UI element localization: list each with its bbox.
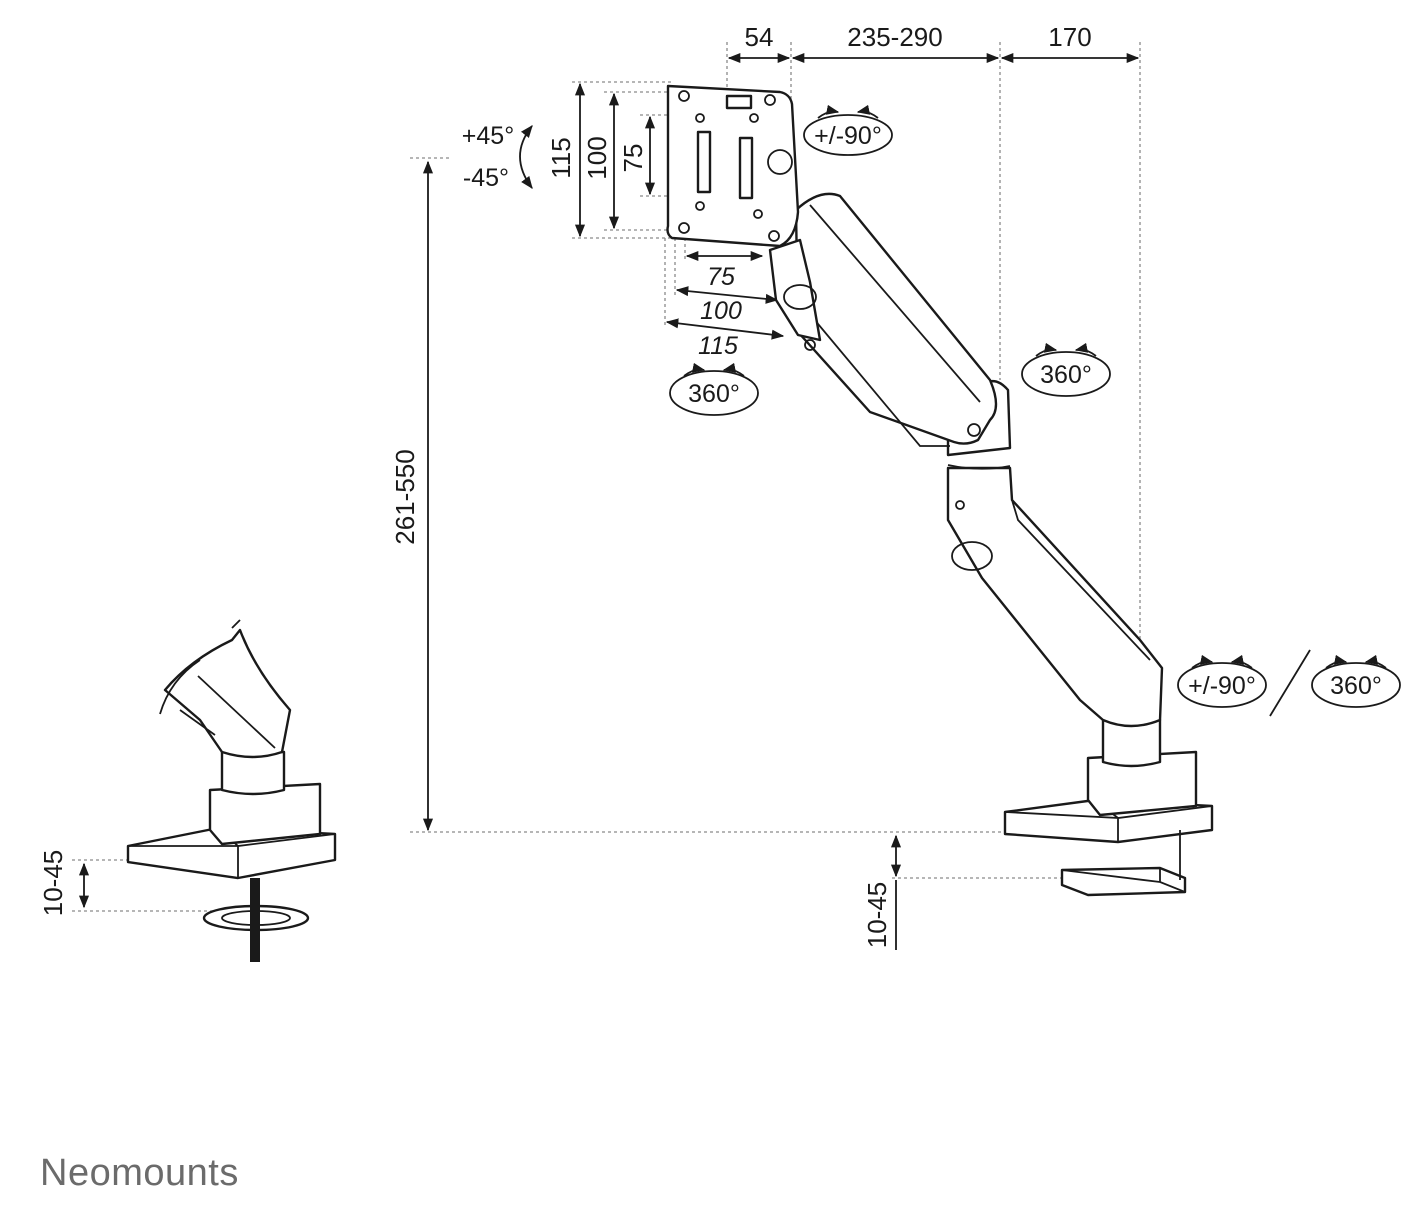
grommet-mount bbox=[126, 619, 337, 962]
dim-desk-thickness-grommet: 10-45 bbox=[38, 850, 68, 917]
grommet-column bbox=[208, 782, 322, 846]
dim-vesa-w-outer: 115 bbox=[698, 332, 738, 360]
dim-base-offset: 170 bbox=[1048, 22, 1091, 52]
swivel-base-limited-badge bbox=[1177, 662, 1267, 708]
rot-swivel-base-limited: +/-90° bbox=[1188, 672, 1256, 700]
dimension-lines bbox=[78, 52, 1140, 950]
brand-logo: Neomounts bbox=[40, 1152, 239, 1194]
dim-vesa-h-inner: 75 bbox=[618, 144, 648, 173]
dim-vesa-h-mid: 100 bbox=[582, 136, 612, 179]
dim-vesa-h-outer: 115 bbox=[546, 137, 576, 178]
tilt-joint bbox=[768, 238, 822, 342]
monitor-arm bbox=[666, 84, 1214, 897]
base-column bbox=[1086, 750, 1198, 817]
or-separator bbox=[1269, 649, 1311, 717]
rot-swivel-base-full: 360° bbox=[1330, 672, 1382, 700]
dim-top-offset: 54 bbox=[745, 22, 774, 52]
swivel-elbow-badge bbox=[1021, 351, 1111, 397]
grommet-arm bbox=[163, 628, 292, 759]
swivel-base-full-badge bbox=[1311, 662, 1401, 708]
guide-lines bbox=[72, 42, 1141, 912]
lower-arm bbox=[946, 466, 1164, 728]
dimension-labels: 54 235-290 170 115 100 75 75 100 115 261… bbox=[38, 22, 1092, 948]
dim-vesa-w-inner: 75 bbox=[707, 263, 735, 291]
dim-arm-reach: 235-290 bbox=[847, 22, 942, 52]
rotate-screen-badge bbox=[803, 114, 893, 156]
tilt-arc bbox=[519, 125, 533, 190]
rot-rotate-screen: +/-90° bbox=[814, 122, 882, 150]
rot-swivel-head: 360° bbox=[688, 380, 740, 408]
dim-vesa-w-mid: 100 bbox=[700, 297, 742, 325]
dim-desk-thickness-clamp: 10-45 bbox=[862, 882, 892, 949]
rot-tilt-down: -45° bbox=[463, 164, 509, 192]
swivel-head-badge bbox=[669, 370, 759, 416]
rot-swivel-elbow: 360° bbox=[1040, 361, 1092, 389]
rotation-labels: +45° -45° +/-90° 360° 360° +/-90° 360° bbox=[462, 122, 1382, 700]
upper-arm bbox=[794, 192, 998, 445]
rot-tilt-up: +45° bbox=[462, 122, 514, 150]
rotation-badges bbox=[519, 104, 1401, 717]
vesa-plate bbox=[666, 84, 800, 248]
dim-height-range: 261-550 bbox=[390, 449, 420, 544]
